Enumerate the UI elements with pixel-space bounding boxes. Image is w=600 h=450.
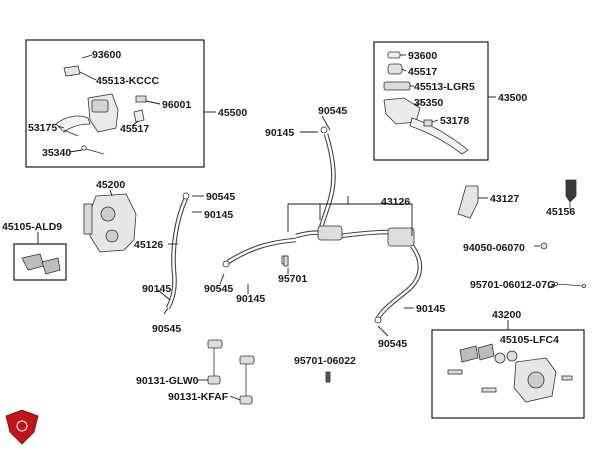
label-45156[interactable]: 45156 (546, 206, 575, 218)
label-90131glw0[interactable]: 90131-GLW0 (136, 375, 199, 387)
label-53175[interactable]: 53175 (28, 122, 57, 134)
label-45517a[interactable]: 45517 (120, 123, 149, 135)
bolt-95701-illustration (283, 255, 289, 267)
right-master-cylinder-illustration (383, 51, 469, 155)
label-45105lfc4[interactable]: 45105-LFC4 (500, 334, 559, 346)
label-45126a[interactable]: 45126 (134, 239, 163, 251)
leader-35340 (69, 149, 83, 153)
label-93600b[interactable]: 93600 (408, 50, 437, 62)
leader-90145d (157, 289, 171, 301)
bolt-95701-06022-illustration (325, 371, 331, 383)
label-9570106012[interactable]: 95701-06012-07G (470, 279, 555, 291)
clamp-95701-06012-illustration (547, 281, 587, 289)
banjo-bolts-illustration (207, 339, 255, 405)
front-pads-illustration (21, 253, 61, 275)
label-90545d[interactable]: 90545 (152, 323, 181, 335)
label-43126[interactable]: 43126 (381, 196, 410, 208)
label-35340[interactable]: 35340 (42, 147, 71, 159)
label-90145c[interactable]: 90145 (236, 293, 265, 305)
label-43500[interactable]: 43500 (498, 92, 527, 104)
left-master-cylinder-illustration (55, 65, 147, 155)
brake-hoses (165, 126, 423, 324)
shield-logo-icon (5, 409, 39, 445)
label-43200[interactable]: 43200 (492, 309, 521, 321)
label-93600a[interactable]: 93600 (92, 49, 121, 61)
leader-45513kccc (79, 71, 97, 81)
label-90545e[interactable]: 90545 (378, 338, 407, 350)
leader-90545d (163, 307, 169, 315)
leader-90545a (321, 115, 331, 131)
leader-90545c (219, 273, 225, 285)
label-90545b[interactable]: 90545 (206, 191, 235, 203)
label-90145d[interactable]: 90145 (142, 283, 171, 295)
leader-45517a (131, 120, 139, 127)
label-45513lgr5[interactable]: 45513-LGR5 (414, 81, 475, 93)
leader-53178 (431, 119, 439, 123)
label-90145a[interactable]: 90145 (265, 127, 294, 139)
leader-90545e (377, 325, 389, 337)
label-95701[interactable]: 95701 (278, 273, 307, 285)
label-90145b[interactable]: 90145 (204, 209, 233, 221)
bracket-43127-illustration (457, 185, 479, 219)
switch-45156-illustration (565, 179, 577, 210)
leader-93600a (81, 54, 93, 59)
front-pads-box (13, 243, 67, 281)
label-9570106022[interactable]: 95701-06022 (294, 355, 356, 367)
label-53178[interactable]: 53178 (440, 115, 469, 127)
front-master-cylinder-box (25, 39, 205, 168)
label-45500[interactable]: 45500 (218, 107, 247, 119)
label-45513kccc[interactable]: 45513-KCCC (96, 75, 159, 87)
front-caliper-illustration (83, 193, 137, 253)
label-9405006070[interactable]: 94050-06070 (463, 242, 525, 254)
label-45200[interactable]: 45200 (96, 179, 125, 191)
leader-90131kfaf (229, 395, 241, 401)
rear-master-cylinder-box (373, 41, 489, 161)
bracket-43126 (287, 203, 413, 236)
label-35350[interactable]: 35350 (414, 97, 443, 109)
label-45517b[interactable]: 45517 (408, 66, 437, 78)
label-45105ald9[interactable]: 45105-ALD9 (2, 221, 62, 233)
label-96001[interactable]: 96001 (162, 99, 191, 111)
leader-45517b (401, 68, 407, 72)
label-90145e[interactable]: 90145 (416, 303, 445, 315)
leader-53175 (57, 125, 65, 129)
label-90545a[interactable]: 90545 (318, 105, 347, 117)
label-90131kfaf[interactable]: 90131-KFAF (168, 391, 229, 403)
leader-45200 (109, 189, 113, 197)
rear-caliper-illustration (447, 343, 573, 403)
leader-96001 (145, 100, 161, 105)
label-90545c[interactable]: 90545 (204, 283, 233, 295)
bolt-94050-illustration (540, 242, 548, 250)
label-43127[interactable]: 43127 (490, 193, 519, 205)
